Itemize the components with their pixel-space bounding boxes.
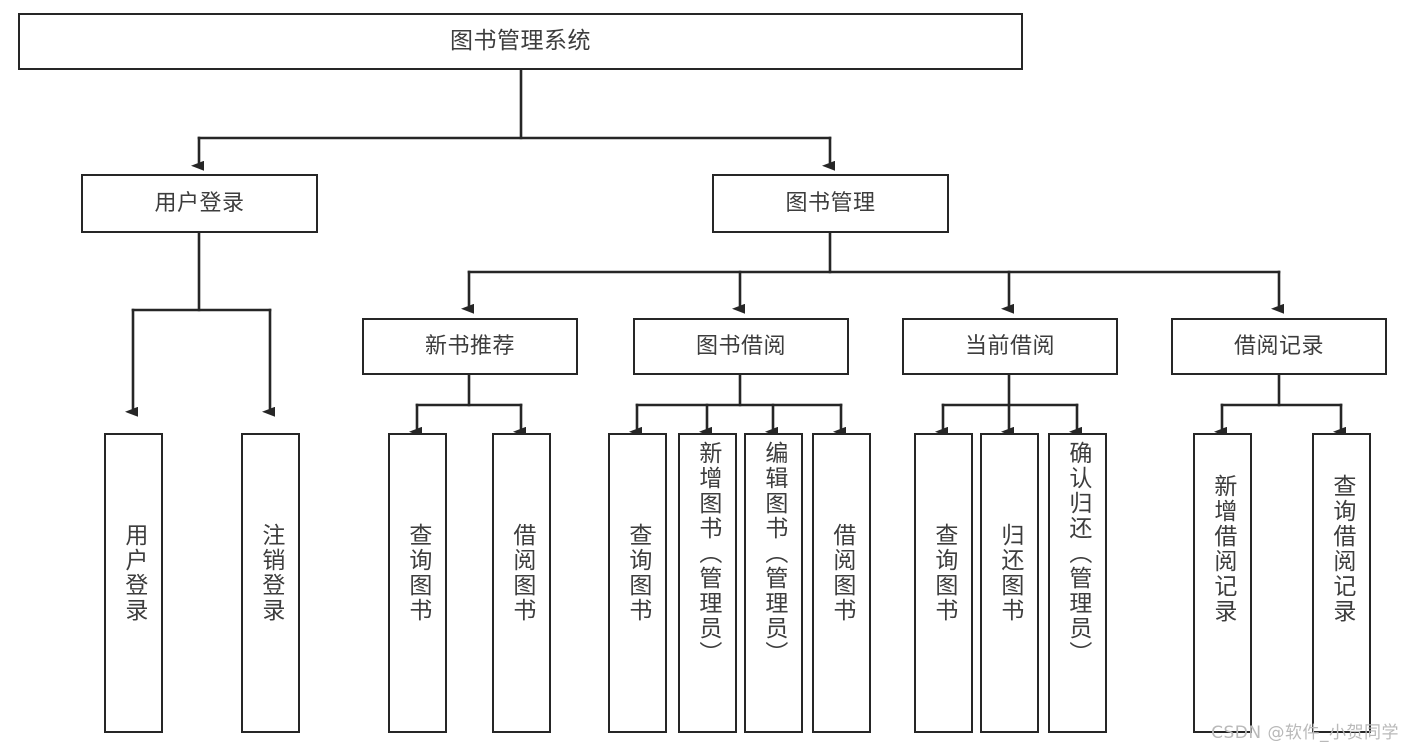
node-book-manage-label: 图书管理 [785,190,876,216]
node-borrow-record-label: 借阅记录 [1233,333,1324,359]
leaf-add-record-label: 新增借阅记录 [1209,474,1236,624]
leaf-borrow-book-1[interactable]: 借阅图书 [492,433,551,733]
csdn-watermark: CSDN @软件_小贺同学 [1211,723,1399,743]
node-borrow-record[interactable]: 借阅记录 [1171,318,1387,375]
leaf-query-book-3[interactable]: 查询图书 [914,433,973,733]
node-current-borrow[interactable]: 当前借阅 [902,318,1118,375]
leaf-add-record[interactable]: 新增借阅记录 [1193,433,1252,733]
leaf-query-book-2[interactable]: 查询图书 [608,433,667,733]
leaf-logout-label: 注销登录 [257,523,284,623]
leaf-confirm-return[interactable]: 确认归还（管理员） [1048,433,1107,733]
leaf-user-login[interactable]: 用户登录 [104,433,163,733]
node-user-login[interactable]: 用户登录 [81,174,318,233]
leaf-query-record-label: 查询借阅记录 [1328,474,1355,624]
leaf-return-book-label: 归还图书 [996,523,1023,623]
leaf-query-book-2-label: 查询图书 [624,523,651,623]
leaf-borrow-book-2-label: 借阅图书 [828,523,855,623]
node-new-book-recommend[interactable]: 新书推荐 [362,318,578,375]
leaf-edit-book[interactable]: 编辑图书（管理员） [744,433,803,733]
leaf-query-book-1[interactable]: 查询图书 [388,433,447,733]
leaf-query-record[interactable]: 查询借阅记录 [1312,433,1371,733]
leaf-borrow-book-2[interactable]: 借阅图书 [812,433,871,733]
leaf-confirm-return-label: 确认归还（管理员） [1064,441,1091,666]
leaf-return-book[interactable]: 归还图书 [980,433,1039,733]
leaf-query-book-1-label: 查询图书 [404,523,431,623]
leaf-user-login-label: 用户登录 [120,523,147,623]
leaf-borrow-book-1-label: 借阅图书 [508,523,535,623]
leaf-logout[interactable]: 注销登录 [241,433,300,733]
node-book-borrow-label: 图书借阅 [695,333,786,359]
node-root-label: 图书管理系统 [450,28,591,55]
node-book-manage[interactable]: 图书管理 [712,174,949,233]
node-new-book-recommend-label: 新书推荐 [424,333,515,359]
leaf-add-book-label: 新增图书（管理员） [694,441,721,666]
node-current-borrow-label: 当前借阅 [964,333,1055,359]
node-user-login-label: 用户登录 [154,190,245,216]
leaf-add-book[interactable]: 新增图书（管理员） [678,433,737,733]
node-root[interactable]: 图书管理系统 [18,13,1023,70]
node-book-borrow[interactable]: 图书借阅 [633,318,849,375]
leaf-query-book-3-label: 查询图书 [930,523,957,623]
leaf-edit-book-label: 编辑图书（管理员） [760,441,787,666]
